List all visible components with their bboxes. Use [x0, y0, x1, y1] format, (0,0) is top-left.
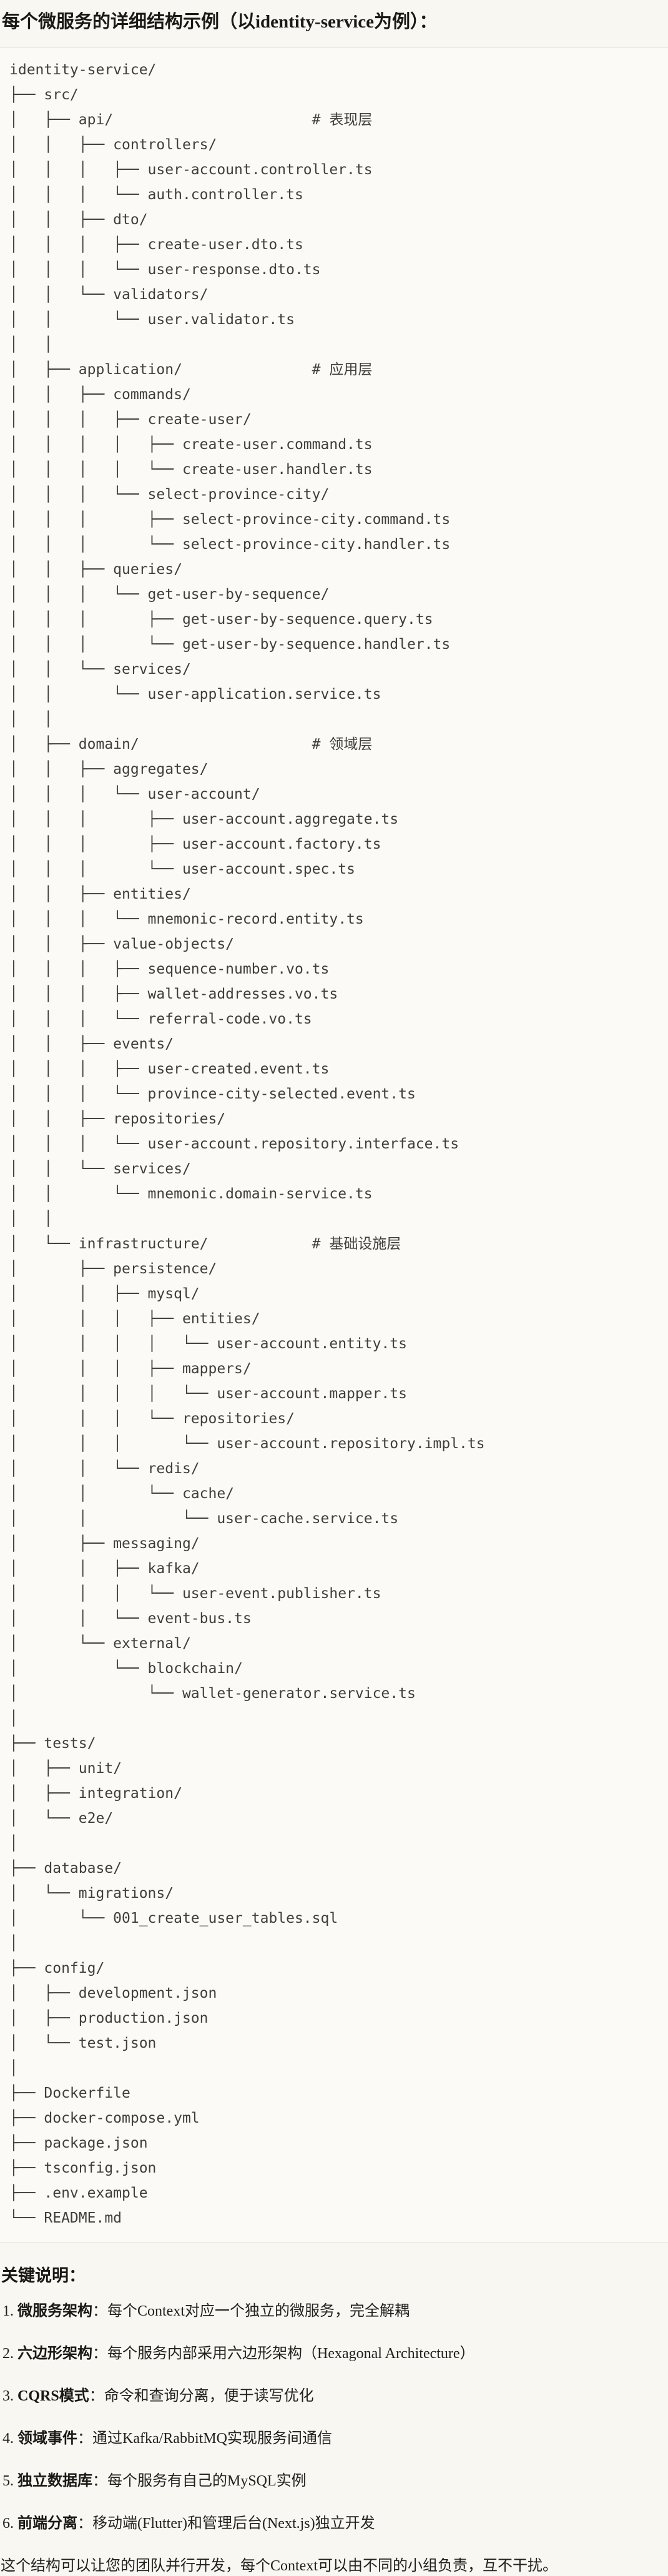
- note-item-6: 6.前端分离：移动端(Flutter)和管理后台(Next.js)独立开发: [2, 2514, 668, 2534]
- note-number: 3.: [2, 2388, 14, 2404]
- note-item-4: 4.领域事件：通过Kafka/RabbitMQ实现服务间通信: [2, 2429, 668, 2449]
- note-separator: ：: [92, 2473, 107, 2489]
- page-title: 每个微服务的详细结构示例（以identity-service为例）：: [2, 12, 438, 32]
- note-text: 每个服务内部采用六边形架构（Hexagonal Architecture）: [107, 2346, 475, 2362]
- notes-heading: 关键说明：: [1, 2266, 86, 2285]
- note-label: 前端分离: [17, 2515, 77, 2532]
- note-separator: ：: [92, 2346, 107, 2362]
- note-label: 六边形架构: [17, 2346, 92, 2362]
- note-text: 每个Context对应一个独立的微服务，完全解耦: [107, 2303, 410, 2319]
- closing-paragraph: 这个结构可以让您的团队并行开发，每个Context可以由不同的小组负责，互不干扰…: [1, 2558, 557, 2574]
- note-item-3: 3.CQRS模式：命令和查询分离，便于读写优化: [2, 2386, 668, 2406]
- note-number: 6.: [2, 2515, 14, 2532]
- note-text: 通过Kafka/RabbitMQ实现服务间通信: [92, 2430, 332, 2447]
- note-separator: ：: [77, 2515, 92, 2532]
- note-number: 4.: [2, 2430, 14, 2447]
- note-separator: ：: [89, 2388, 104, 2404]
- note-number: 1.: [2, 2303, 14, 2319]
- note-number: 2.: [2, 2346, 14, 2362]
- note-label: 领域事件: [17, 2430, 77, 2447]
- note-number: 5.: [2, 2473, 14, 2489]
- note-item-5: 5.独立数据库：每个服务有自己的MySQL实例: [2, 2471, 668, 2491]
- note-separator: ：: [92, 2303, 107, 2319]
- note-label: CQRS模式: [17, 2388, 89, 2404]
- directory-tree: identity-service/ ├── src/ │ ├── api/ # …: [9, 62, 485, 2226]
- note-label: 微服务架构: [17, 2303, 92, 2319]
- note-separator: ：: [77, 2430, 92, 2447]
- note-text: 移动端(Flutter)和管理后台(Next.js)独立开发: [92, 2515, 375, 2532]
- note-item-2: 2.六边形架构：每个服务内部采用六边形架构（Hexagonal Architec…: [2, 2344, 668, 2364]
- note-text: 命令和查询分离，便于读写优化: [104, 2388, 314, 2404]
- note-label: 独立数据库: [17, 2473, 92, 2489]
- directory-tree-codeblock: identity-service/ ├── src/ │ ├── api/ # …: [0, 47, 668, 2243]
- note-text: 每个服务有自己的MySQL实例: [107, 2473, 307, 2489]
- note-item-1: 1.微服务架构：每个Context对应一个独立的微服务，完全解耦: [2, 2301, 668, 2321]
